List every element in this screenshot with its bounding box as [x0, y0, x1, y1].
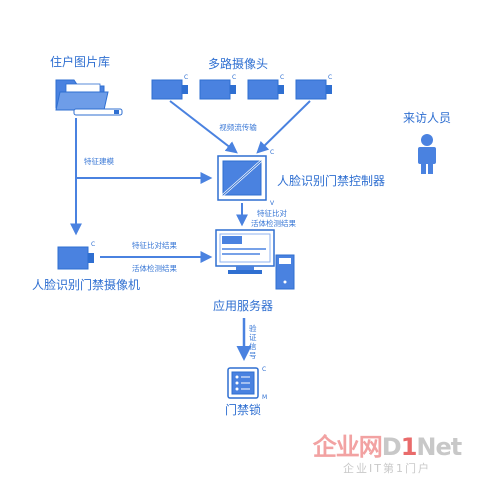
watermark-brand: 企业网D1Net	[302, 434, 472, 460]
photo-library-label: 住户图片库	[50, 54, 110, 69]
server-icon	[215, 229, 295, 290]
facecam-result-label-2: 活体检测结果	[132, 263, 177, 273]
watermark: 企业网D1Net 企业IT第1门户	[302, 434, 472, 476]
camera-c-marker: C	[184, 74, 188, 81]
watermark-brand-d: D	[381, 433, 402, 461]
face-camera-c-marker: C	[91, 241, 95, 248]
cameras-label: 多路摄像头	[208, 56, 268, 71]
camera-icon: C	[247, 74, 284, 100]
controller-icon	[217, 155, 267, 201]
controller-result-label-1: 特征比对	[257, 208, 287, 218]
visitor-label: 来访人员	[403, 111, 451, 125]
camera-c-marker: C	[232, 74, 236, 81]
camera-icon: C	[199, 74, 236, 100]
face-camera-label: 人脸识别门禁摄像机	[32, 277, 140, 292]
camera-c-marker: C	[328, 74, 332, 81]
controller-result-label-2: 活体检测结果	[251, 218, 296, 228]
watermark-brand-cn: 企业网	[312, 433, 383, 461]
facecam-result-label-1: 特征比对结果	[132, 240, 177, 250]
feature-modeling-label: 特征建模	[84, 156, 114, 166]
watermark-subtitle: 企业IT第1门户	[343, 462, 431, 475]
signal-char-4: 号	[249, 351, 257, 360]
lock-icon	[227, 367, 259, 399]
signal-char-3: 信	[249, 341, 257, 351]
lock-label: 门禁锁	[225, 402, 261, 417]
lock-c-marker: C	[262, 366, 266, 373]
lock-m-marker: M	[262, 394, 267, 401]
watermark-brand-net: Net	[416, 433, 462, 461]
camera-c-marker: C	[280, 74, 284, 81]
edge-camera-to-controller	[169, 100, 238, 154]
video-stream-label: 视频流传输	[219, 122, 257, 132]
folder-icon	[55, 79, 123, 116]
camera-icon: C	[151, 74, 188, 100]
watermark-brand-1: 1	[400, 433, 418, 461]
signal-char-1: 验	[249, 323, 257, 333]
controller-label: 人脸识别门禁控制器	[277, 173, 385, 188]
person-icon	[418, 134, 436, 174]
edge-camera-to-controller	[256, 100, 311, 154]
camera-icon: C	[295, 74, 332, 100]
controller-c-marker: C	[270, 149, 274, 156]
face-camera-icon	[57, 246, 94, 270]
signal-char-2: 证	[249, 333, 257, 342]
server-label: 应用服务器	[213, 298, 273, 313]
controller-v-marker: V	[270, 200, 275, 207]
